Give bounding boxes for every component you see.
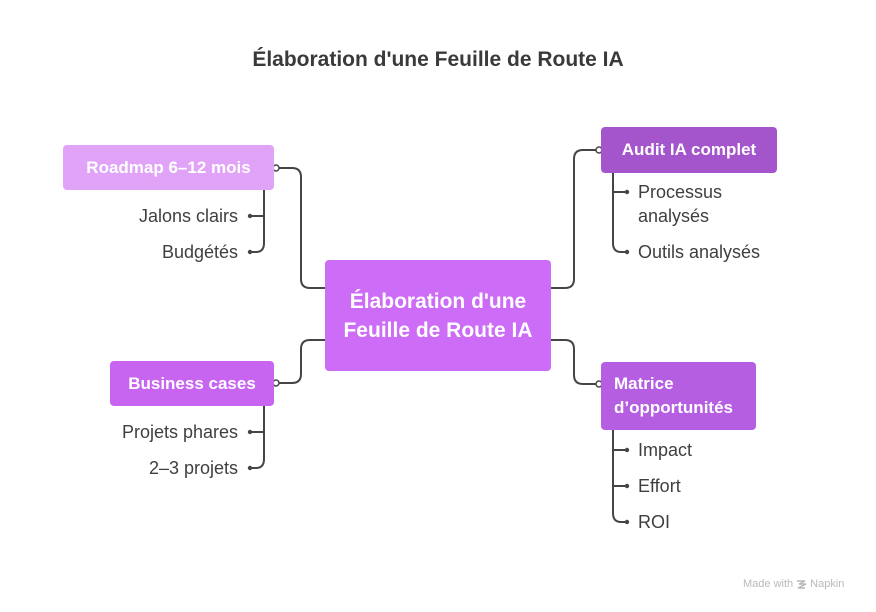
connector-center-matrice	[551, 339, 597, 385]
leaf-dot	[624, 483, 630, 489]
leaf-dot	[624, 189, 630, 195]
leaf-dot	[247, 429, 253, 435]
leaf-dot	[247, 213, 253, 219]
connector-business-children	[250, 406, 265, 469]
branch-node-business[interactable]: Business cases	[110, 361, 274, 406]
leaf-projets-phares: Projets phares	[121, 422, 238, 442]
footer-brand: Napkin	[810, 578, 845, 590]
footer-credit[interactable]: Made with Napkin	[743, 578, 844, 590]
branch-node-matrice[interactable]: Matrice d’opportunités	[601, 362, 756, 430]
leaf-2-3-projets: 2–3 projets	[148, 458, 238, 478]
diagram-title: Élaboration d'une Feuille de Route IA	[252, 48, 624, 71]
leaf-dot	[624, 519, 630, 525]
central-node[interactable]: Élaboration d'une Feuille de Route IA	[325, 260, 551, 371]
connector-center-roadmap	[278, 167, 325, 289]
leaf-roi: ROI	[638, 512, 671, 532]
leaf-budgetes: Budgétés	[161, 242, 238, 262]
leaf-dot	[247, 249, 253, 255]
connector-roadmap-children	[250, 190, 265, 253]
napkin-logo-icon	[797, 579, 807, 589]
leaf-dot	[247, 465, 253, 471]
connector-center-business	[278, 339, 325, 384]
leaf-processus-analyses: Processus analysés	[638, 182, 723, 226]
leaf-outils-analyses: Outils analysés	[638, 242, 761, 262]
connector-center-audit	[551, 149, 597, 289]
leaf-dot	[624, 447, 630, 453]
leaf-impact: Impact	[638, 440, 693, 460]
leaf-dot	[624, 249, 630, 255]
branch-node-audit[interactable]: Audit IA complet	[601, 127, 777, 173]
connector-audit-children	[612, 173, 627, 253]
leaf-jalons-clairs: Jalons clairs	[138, 206, 238, 226]
footer-made-with: Made with	[743, 578, 794, 590]
leaf-effort: Effort	[638, 476, 681, 496]
branch-node-roadmap[interactable]: Roadmap 6–12 mois	[63, 145, 274, 190]
connector-matrice-children	[612, 430, 627, 523]
